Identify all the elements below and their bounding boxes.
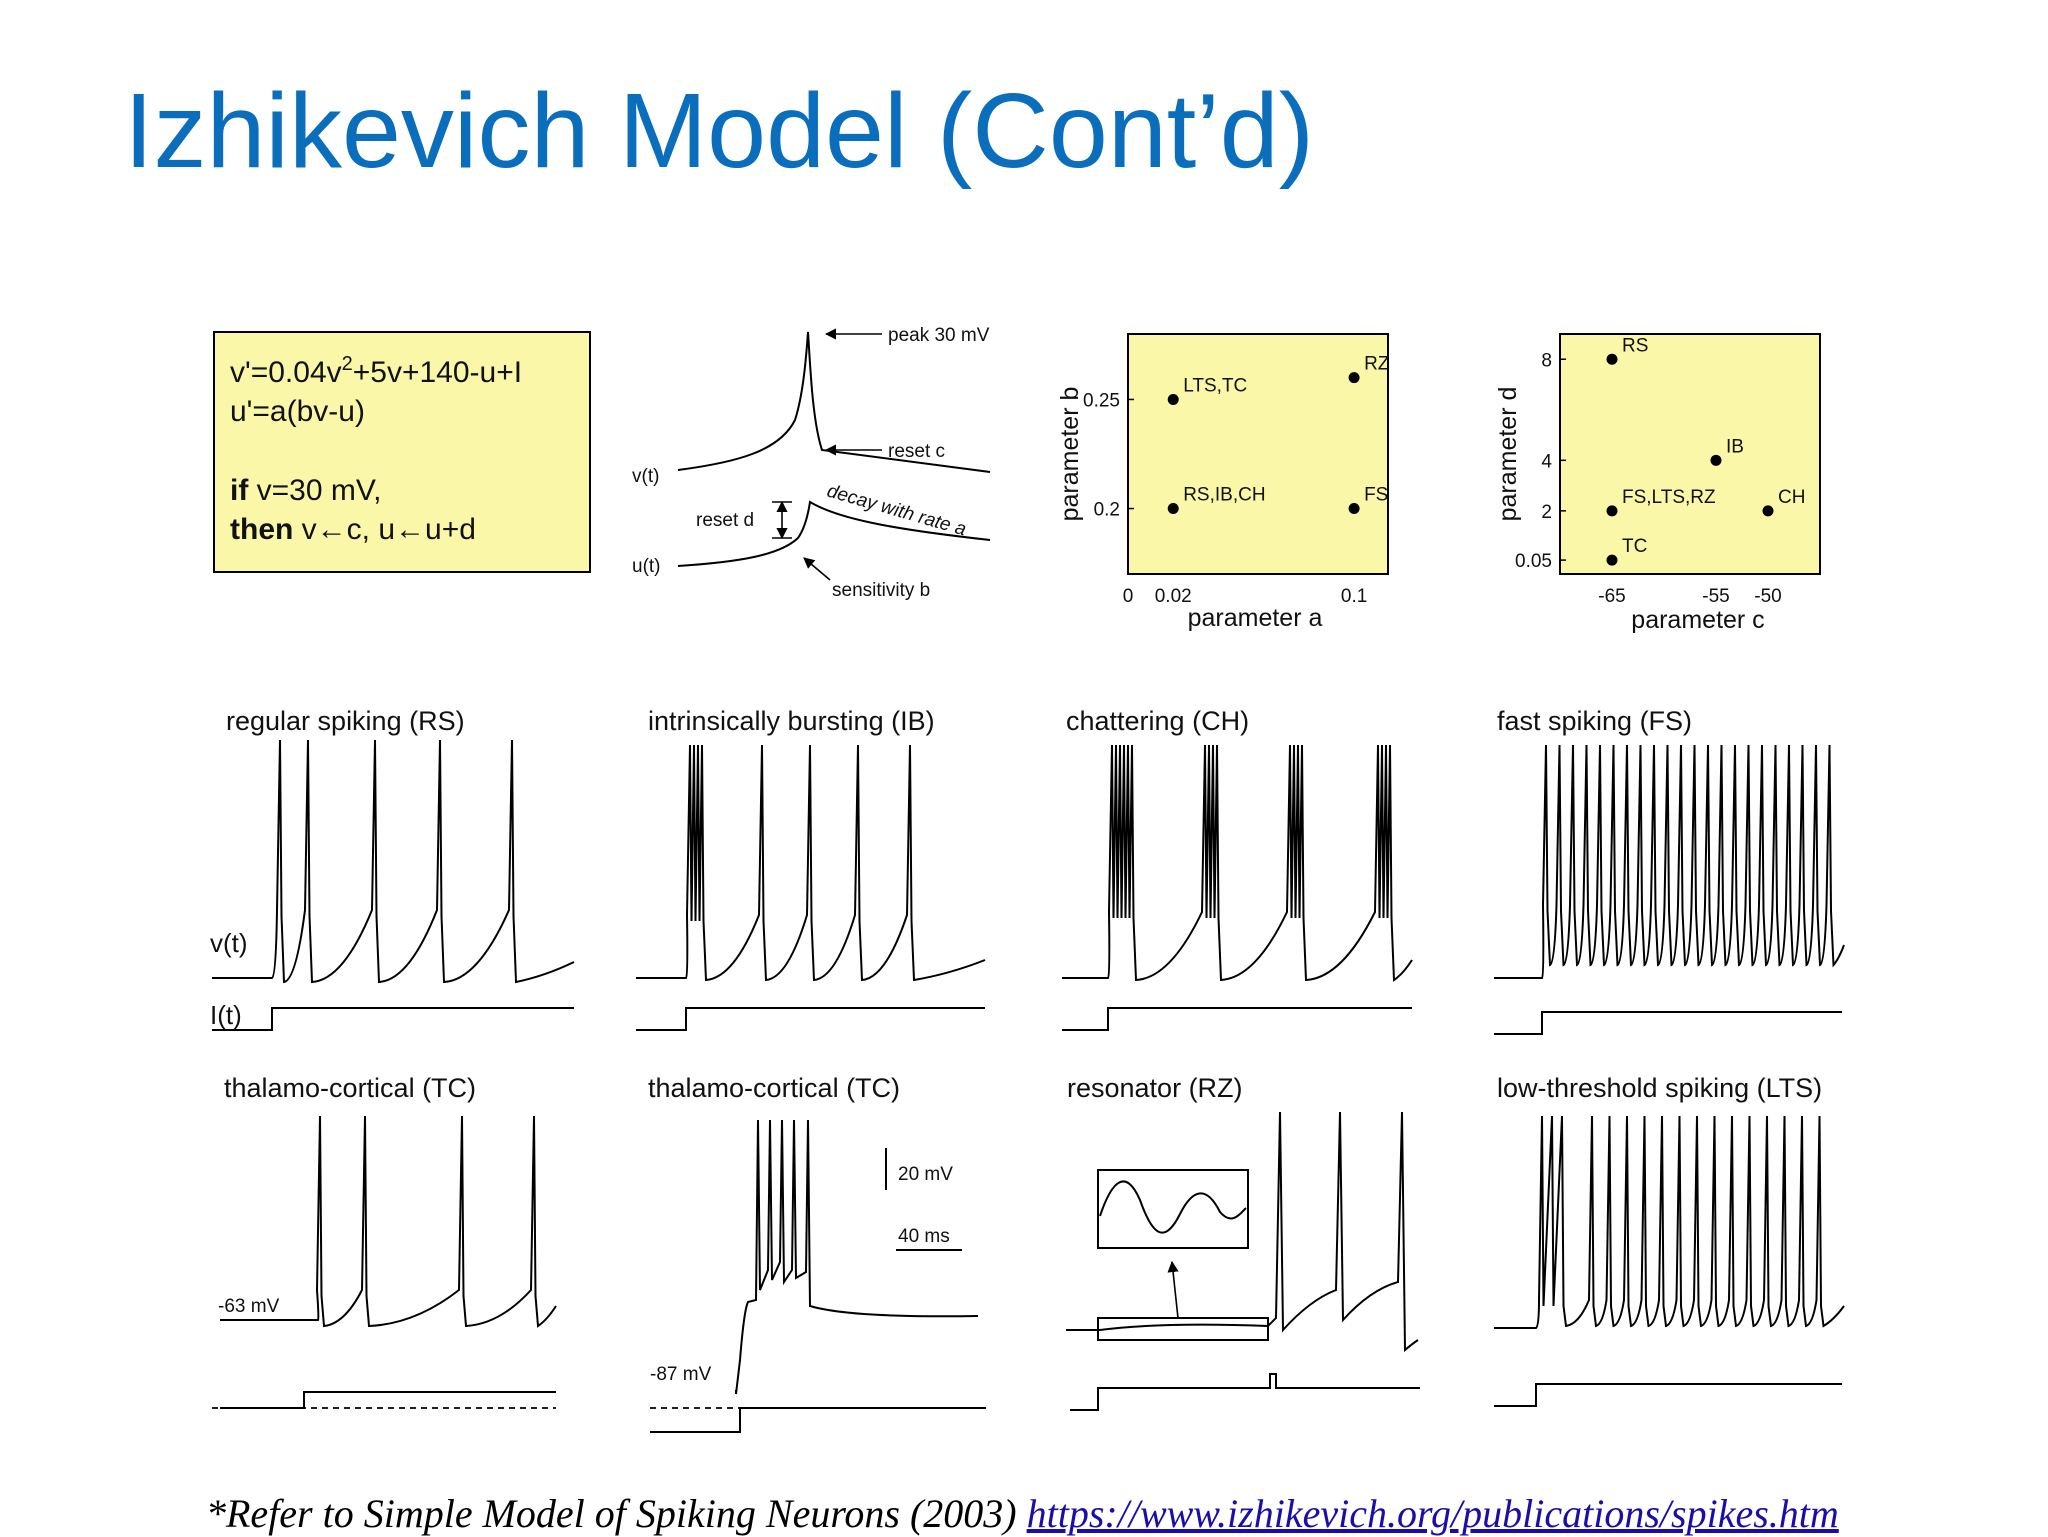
rz-inset — [1097, 1169, 1269, 1341]
scatter-cd: parameter c parameter d RS IB FS,LTS,RZ CH T… — [1494, 333, 1821, 634]
scatter-cd-point-label-0: RS — [1622, 335, 1648, 356]
scatter-ab-ytick-0: 0.2 — [1094, 500, 1120, 521]
rz-inset-arrow — [1167, 1260, 1179, 1319]
it-label: I(t) — [210, 1000, 242, 1030]
scatter-cd-ytick-0: 0.05 — [1515, 551, 1552, 572]
scatter-ab-point-label-3: FS — [1364, 485, 1388, 506]
scatter-ab-xtick-1: 0.02 — [1155, 586, 1192, 607]
lts-current-trace — [1494, 1383, 1842, 1407]
panel-title-tc1: thalamo-cortical (TC) — [224, 1073, 476, 1103]
scale-bars: 20 mV 40 ms — [885, 1148, 962, 1251]
scatter-cd-point-label-3: CH — [1778, 487, 1805, 508]
spike-traces — [212, 739, 1845, 1433]
reference-link[interactable]: https://www.izhikevich.org/publications/… — [1026, 1491, 1839, 1536]
fs-current-trace — [1494, 1011, 1842, 1035]
sensitivity-arrow — [803, 557, 831, 581]
rz-current-trace — [1070, 1373, 1420, 1411]
equation-v: v'=0.04v2+5v+140-u+I — [230, 353, 522, 389]
scatter-cd-point-label-2: FS,LTS,RZ — [1622, 487, 1716, 508]
equation-u: u'=a(bv-u) — [230, 395, 365, 428]
rs-current-trace — [212, 1007, 574, 1031]
scatter-cd-frame — [1559, 333, 1821, 575]
ch-voltage-trace — [1062, 744, 1413, 982]
reset-c-label: reset c — [888, 441, 945, 462]
sensitivity-label: sensitivity b — [832, 580, 930, 601]
scatter-cd-xlabel: parameter c — [1631, 606, 1764, 634]
reference-footer: *Refer to Simple Model of Spiking Neuron… — [206, 1490, 1839, 1537]
scatter-cd-point-0 — [1606, 353, 1618, 365]
scatter-ab-point-label-2: RS,IB,CH — [1183, 485, 1265, 506]
panel-title-tc2: thalamo-cortical (TC) — [648, 1073, 900, 1103]
reset-schematic: peak 30 mV reset c v(t) u(t) reset d dec… — [632, 325, 991, 601]
fs-voltage-trace — [1494, 744, 1845, 979]
ib-voltage-trace — [636, 744, 986, 982]
scatter-cd-point-label-1: IB — [1726, 436, 1744, 457]
rz-voltage-trace — [1066, 1111, 1419, 1353]
panel-title-lts: low-threshold spiking (LTS) — [1497, 1073, 1822, 1103]
panel-title-ib: intrinsically bursting (IB) — [648, 706, 935, 736]
reset-condition: if v=30 mV, — [230, 474, 381, 507]
panel-title-rs: regular spiking (RS) — [226, 706, 465, 736]
equations-panel: v'=0.04v2+5v+140-u+I u'=a(bv-u) if v=30 … — [213, 331, 591, 573]
panel-title-fs: fast spiking (FS) — [1497, 706, 1692, 736]
reset-rule: then v←c, u←u+d — [230, 513, 476, 546]
tc2-current-trace — [650, 1407, 986, 1433]
scatter-ab-point-0 — [1167, 393, 1179, 405]
scatter-ab-ylabel: parameter b — [1056, 387, 1084, 522]
tc2-voltage-trace — [735, 1119, 979, 1395]
reset-d-label: reset d — [696, 510, 754, 531]
panel-titles: regular spiking (RS) intrinsically burst… — [224, 706, 1822, 1103]
scatter-cd-xtick-0: -65 — [1598, 586, 1625, 607]
ib-current-trace — [636, 1007, 985, 1031]
scatter-cd-ytick-3: 8 — [1541, 350, 1552, 371]
vt-label: v(t) — [210, 928, 248, 958]
panel-title-rz: resonator (RZ) — [1067, 1073, 1243, 1103]
scatter-ab-point-1 — [1348, 372, 1360, 384]
schematic-u-trace — [677, 500, 991, 567]
schematic-u-label: u(t) — [632, 556, 661, 577]
scatter-cd-ytick-1: 2 — [1541, 502, 1552, 523]
peak-label: peak 30 mV — [888, 325, 990, 346]
scatter-cd-ylabel: parameter d — [1494, 387, 1522, 522]
equations-box — [213, 331, 591, 573]
scatter-ab-point-label-1: RZ — [1364, 354, 1390, 375]
reference-text: *Refer to Simple Model of Spiking Neuron… — [206, 1491, 1027, 1536]
scatter-cd-point-3 — [1762, 505, 1774, 517]
scatter-ab-xtick-2: 0.1 — [1341, 586, 1367, 607]
time-scale-label: 40 ms — [898, 1226, 950, 1247]
scatter-ab-frame — [1127, 333, 1389, 575]
tc1-voltage-trace — [220, 1115, 557, 1328]
tc1-current-trace — [220, 1391, 556, 1409]
slide-title: Izhikevich Model (Cont’d) — [124, 72, 1315, 190]
lts-voltage-trace — [1494, 1115, 1845, 1329]
schematic-v-label: v(t) — [632, 466, 659, 487]
decay-label: decay with rate a — [825, 481, 969, 541]
schematic-v-trace — [677, 331, 991, 473]
v63-label: -63 mV — [218, 1296, 280, 1317]
rz-zoom-box — [1097, 1317, 1269, 1341]
v87-label: -87 mV — [650, 1364, 712, 1385]
scatter-ab-xlabel: parameter a — [1188, 604, 1323, 632]
scatter-cd-xtick-2: -50 — [1754, 586, 1781, 607]
rs-voltage-trace — [212, 739, 575, 984]
scatter-cd-point-4 — [1606, 554, 1618, 566]
scatter-cd-point-1 — [1710, 454, 1722, 466]
scatter-cd-point-label-4: TC — [1622, 536, 1647, 557]
scatter-ab-point-3 — [1348, 503, 1360, 515]
rz-inset-frame — [1097, 1169, 1249, 1249]
scatter-ab-point-2 — [1167, 503, 1179, 515]
voltage-scale-label: 20 mV — [898, 1164, 953, 1185]
scatter-cd-ytick-2: 4 — [1541, 451, 1552, 472]
scatter-cd-xtick-1: -55 — [1702, 586, 1729, 607]
rz-inset-oscillation — [1099, 1180, 1247, 1234]
scatter-ab-point-label-0: LTS,TC — [1183, 375, 1247, 396]
scatter-ab-ytick-1: 0.25 — [1083, 390, 1120, 411]
panel-title-ch: chattering (CH) — [1066, 706, 1249, 736]
scatter-cd-point-2 — [1606, 505, 1618, 517]
ch-current-trace — [1062, 1007, 1412, 1031]
scatter-ab: parameter a parameter b LTS,TC RZ RS,IB,CH… — [1056, 333, 1390, 632]
scatter-ab-xtick-0: 0 — [1123, 586, 1134, 607]
